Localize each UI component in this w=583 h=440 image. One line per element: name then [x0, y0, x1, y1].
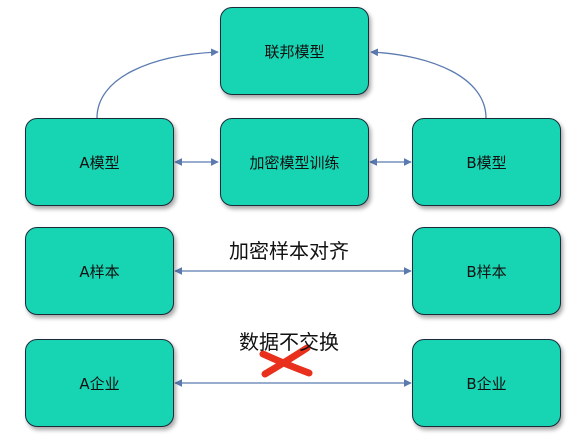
sample-alignment-label: 加密样本对齐: [229, 239, 349, 263]
cross-mark-icon: [259, 344, 313, 378]
b-sample-node: B样本: [412, 227, 561, 315]
a-sample-node: A样本: [25, 227, 174, 315]
encrypted-training-node: 加密模型训练: [220, 118, 369, 206]
a-company-node: A企业: [25, 339, 174, 427]
a-model-node: A模型: [25, 118, 174, 206]
b-model-node: B模型: [412, 118, 561, 206]
b-company-node: B企业: [412, 339, 561, 427]
a-model-to-federated-arrow: [96, 48, 219, 119]
b-model-to-federated-arrow: [370, 48, 487, 119]
federated-model-node: 联邦模型: [220, 7, 369, 95]
no-exchange-label: 数据不交换: [239, 330, 339, 354]
